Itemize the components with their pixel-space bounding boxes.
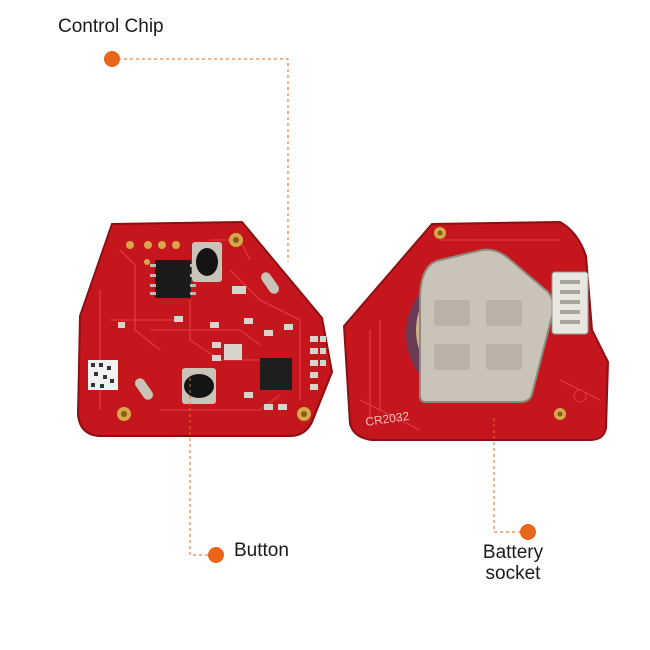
rf-chip bbox=[260, 358, 292, 390]
callout-lines bbox=[112, 58, 520, 556]
battery-socket-label: Battery socket bbox=[476, 542, 550, 584]
bottom-tactile-button bbox=[184, 374, 214, 398]
right-circuit-board bbox=[342, 220, 610, 441]
battery-socket-label-line2: socket bbox=[485, 563, 541, 584]
button-marker bbox=[208, 547, 224, 563]
control-chip-marker bbox=[104, 51, 120, 67]
battery-socket-label-line1: Battery bbox=[482, 542, 544, 563]
top-tactile-button bbox=[196, 248, 218, 276]
control-chip-ic bbox=[155, 260, 191, 298]
board-marking-text: CR2032 bbox=[364, 409, 410, 429]
button-label: Button bbox=[234, 540, 289, 561]
left-circuit-board bbox=[76, 220, 334, 437]
battery-socket-marker bbox=[520, 524, 536, 540]
control-chip-label: Control Chip bbox=[58, 16, 164, 37]
